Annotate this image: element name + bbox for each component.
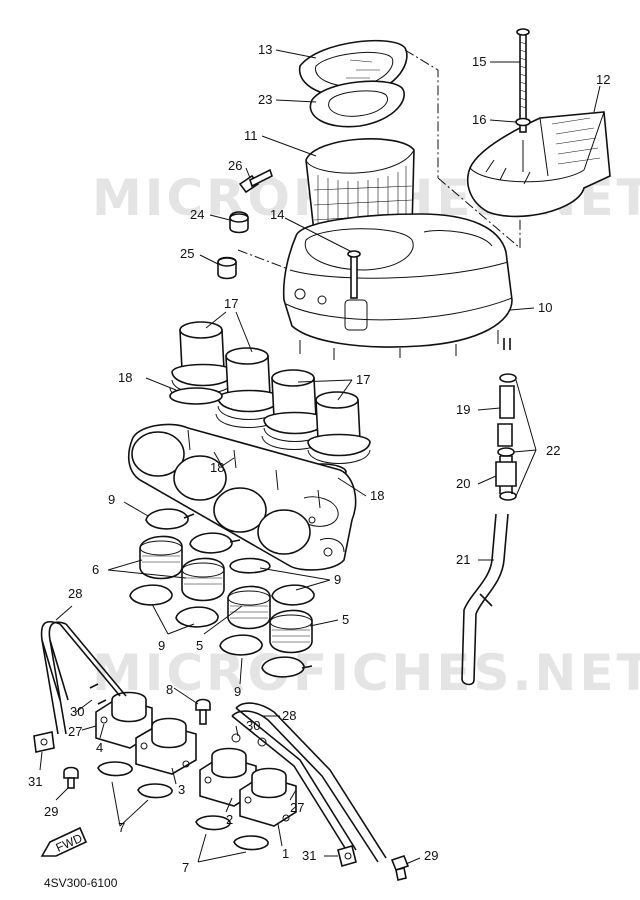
callout-19: 19 xyxy=(456,402,470,417)
part-24-grommet xyxy=(229,211,249,234)
callout-8: 8 xyxy=(166,682,173,697)
part-1-manifold xyxy=(239,767,297,827)
part-10-air-filter-case xyxy=(282,213,513,360)
callout-9-b: 9 xyxy=(334,572,341,587)
callout-28-right: 28 xyxy=(282,708,296,723)
part-23-gasket xyxy=(309,80,405,128)
callout-17-right: 17 xyxy=(356,372,370,387)
callout-12: 12 xyxy=(596,72,610,87)
part-15-bolt xyxy=(516,28,530,133)
callout-22: 22 xyxy=(546,443,560,458)
callout-23: 23 xyxy=(258,92,272,107)
part-19-hose xyxy=(497,385,515,447)
part-5-joints xyxy=(227,585,313,654)
part-3-manifold xyxy=(135,717,197,775)
callout-9-c: 9 xyxy=(158,638,165,653)
callout-17-top: 17 xyxy=(224,296,238,311)
part-6-joints xyxy=(139,535,271,602)
part-17-joints xyxy=(169,321,371,464)
part-28-hose-left xyxy=(40,620,127,735)
part-29-screw-left xyxy=(63,766,79,789)
part-20-filter xyxy=(495,455,517,494)
fwd-label: FWD xyxy=(54,831,85,855)
callout-2: 2 xyxy=(226,812,233,827)
leader-lines xyxy=(39,49,601,865)
part-30-clips xyxy=(89,683,267,747)
callout-11: 11 xyxy=(244,128,258,143)
callout-26: 26 xyxy=(228,158,242,173)
callout-21: 21 xyxy=(456,552,470,567)
callout-15: 15 xyxy=(472,54,486,69)
part-28-hose-right xyxy=(231,702,387,863)
callout-18-left: 18 xyxy=(118,370,132,385)
callout-9-a: 9 xyxy=(108,492,115,507)
callout-29-left: 29 xyxy=(44,804,58,819)
callout-20: 20 xyxy=(456,476,470,491)
callout-9-d: 9 xyxy=(234,684,241,699)
part-25-collar xyxy=(217,256,237,280)
part-31-bracket-right xyxy=(337,845,357,867)
callout-14: 14 xyxy=(270,207,284,222)
part-31-bracket-left xyxy=(33,731,55,753)
callout-7-right: 7 xyxy=(182,860,189,875)
callout-28-left: 28 xyxy=(68,586,82,601)
fwd-arrow-icon: FWD xyxy=(40,826,88,857)
callout-3: 3 xyxy=(178,782,185,797)
part-16-washer xyxy=(515,117,531,127)
callout-29-right: 29 xyxy=(424,848,438,863)
callout-18-middle: 18 xyxy=(210,460,224,475)
callout-30-left: 30 xyxy=(70,704,84,719)
callout-7-left: 7 xyxy=(118,820,125,835)
callout-30-right: 30 xyxy=(246,718,260,733)
callout-1: 1 xyxy=(282,846,289,861)
carburetor-assembly xyxy=(127,423,357,571)
part-26-screw xyxy=(238,168,273,194)
part-14-bolt xyxy=(347,250,361,299)
callout-16: 16 xyxy=(472,112,486,127)
callout-4: 4 xyxy=(96,740,103,755)
callout-25: 25 xyxy=(180,246,194,261)
part-12-intake-duct xyxy=(466,111,611,218)
callout-5-right: 5 xyxy=(342,612,349,627)
part-9-clamps xyxy=(129,508,315,678)
callout-10: 10 xyxy=(538,300,552,315)
callout-31-left: 31 xyxy=(28,774,42,789)
diagram-code: 4SV300-6100 xyxy=(44,876,118,890)
callout-27-left: 27 xyxy=(68,724,82,739)
callout-13: 13 xyxy=(258,42,272,57)
part-4-manifold xyxy=(95,691,153,749)
callout-24: 24 xyxy=(190,207,204,222)
callout-31-right: 31 xyxy=(302,848,316,863)
part-8-screw xyxy=(195,698,211,725)
callout-labels: 13 23 11 15 12 16 26 24 14 25 10 17 18 1… xyxy=(28,42,610,875)
watermark-bottom: MICROFICHES.NET xyxy=(92,644,640,702)
callout-18-right: 18 xyxy=(370,488,384,503)
part-29-screw-right xyxy=(390,855,410,881)
callout-6: 6 xyxy=(92,562,99,577)
callout-5-left: 5 xyxy=(196,638,203,653)
callout-27-right: 27 xyxy=(290,800,304,815)
part-7-gaskets xyxy=(97,761,269,851)
